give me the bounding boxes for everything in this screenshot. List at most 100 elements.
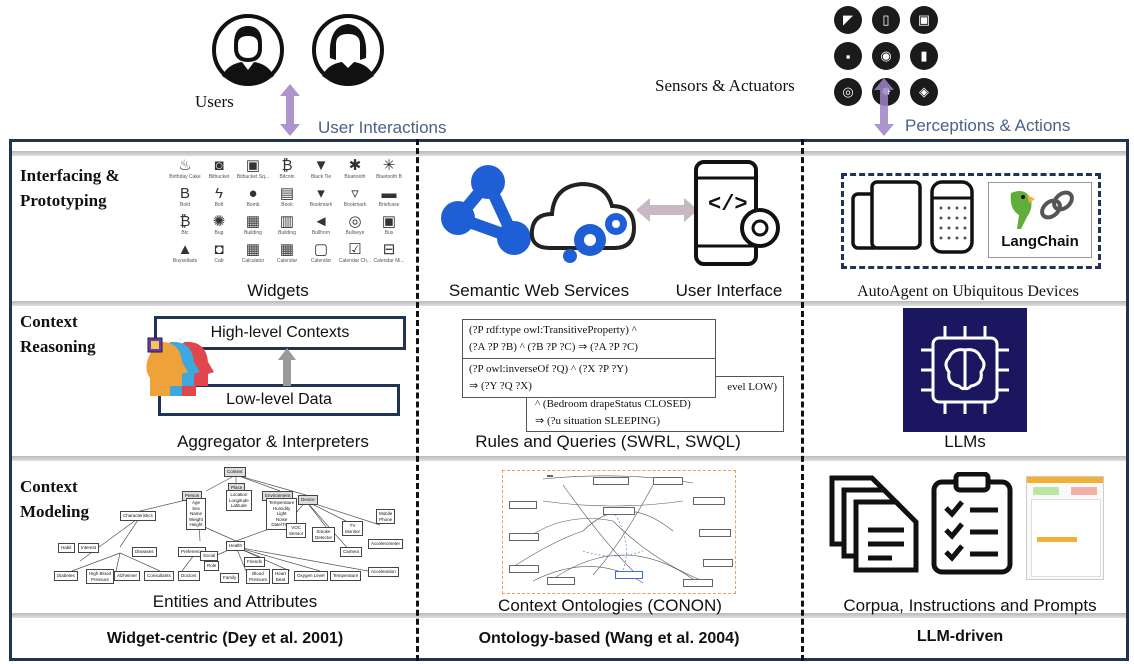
tree-node-friends: Friends (244, 557, 266, 567)
onto-node-5 (603, 507, 635, 515)
rule3-line3: ⇒ (?u situation SLEEPING) (535, 415, 661, 427)
tree-node-blood-pressure: Blood Pressure (246, 569, 271, 584)
widget-cell: ▣Bitbucket Sq... (236, 158, 270, 186)
sensor-icon-grid: ◤ ▯ ▣ ▪ ◉ ▮ ◎ ✸ ◈ (834, 6, 946, 110)
widget-label: Calendar Mi... (373, 258, 405, 264)
widget-cell: ▲Buysellads (168, 242, 202, 270)
calendar-icon: ▦ (279, 241, 295, 258)
llm-brain-chip-icon (903, 308, 1027, 432)
widget-cell: ▦Building (236, 214, 270, 242)
widget-cell: ✱Bluetooth (338, 158, 372, 186)
widget-label: Bluetooth (344, 174, 366, 180)
tree-node-high-blood: High Blood Pressure (86, 569, 115, 584)
prompt-app-screenshot (1026, 476, 1104, 580)
motion-sensor-icon: ◎ (834, 78, 862, 106)
tree-node-env-attrs: Temperature Humidity Light Noise Date/Ti… (266, 498, 298, 530)
corpus-caption: Corpua, Instructions and Prompts (843, 596, 1097, 615)
onto-node-12 (683, 579, 713, 587)
tree-node-social: Social (200, 551, 219, 561)
prompt-app-tag-green (1033, 487, 1059, 495)
widget-label: Bookmark (309, 202, 333, 208)
entity-attribute-tree: Context Person Age Sex Name Weight Heigh… (50, 465, 410, 590)
bullseye-icon: ◎ (348, 213, 362, 230)
widget-label: Bitbucket (208, 174, 230, 180)
book-icon: ▤ (279, 185, 295, 202)
widget-cell: ☑Calendar Ch... (338, 242, 372, 270)
langchain-label: LangChain (1001, 233, 1079, 250)
widget-cell: ◎Bullseye (338, 214, 372, 242)
low-level-data-label: Low-level Data (226, 391, 332, 408)
widget-cell: ▼Black Tie (304, 158, 338, 186)
row-title-reasoning-line2: Reasoning (20, 337, 96, 356)
row-title-interfacing-line1: Interfacing & (20, 166, 120, 185)
widget-cell: ▢Calendar (304, 242, 338, 270)
row-separator-1 (12, 301, 1126, 306)
bitbucket-icon: ◙ (214, 157, 224, 174)
onto-node-11 (615, 571, 643, 579)
onto-node-8 (699, 529, 731, 537)
row-separator-3 (12, 613, 1126, 618)
device-panel (841, 173, 1101, 269)
rule-box-2: (?P owl:inverseOf ?Q) ^ (?X ?P ?Y) ⇒ (?Y… (462, 358, 716, 398)
framework-frame (9, 139, 1129, 661)
row-title-interfacing: Interfacing & Prototyping (20, 163, 120, 213)
widget-label: Birthday Cake (169, 174, 201, 180)
bomb-icon: ● (248, 185, 258, 202)
widget-label: Btc (181, 230, 189, 236)
tree-node-oxygen: Oxygen Level (294, 571, 328, 581)
rules-queries-caption: Rules and Queries (SWRL, SWQL) (475, 432, 741, 451)
calendar-check-icon: ☑ (348, 241, 362, 258)
bus-icon: ▣ (381, 213, 397, 230)
tree-node-characteristics: Characteristics (120, 511, 156, 521)
smart-speaker-icon (929, 180, 975, 254)
rule3-line1: evel LOW) (727, 381, 777, 393)
cctv-camera-icon: ◤ (834, 6, 862, 34)
widget-label: Building (278, 230, 296, 236)
llm-driven-label: LLM-driven (916, 628, 1004, 645)
widget-cell: ●Bomb (236, 186, 270, 214)
widget-cell (406, 186, 440, 214)
widget-label: Calculator (241, 258, 265, 264)
widget-cell: ▬Briefcase (372, 186, 406, 214)
prompt-app-button (1037, 537, 1077, 542)
row-title-modeling-line2: Modeling (20, 502, 89, 521)
widget-label: Black Tie (310, 174, 332, 180)
btc-icon: ₿ (179, 213, 191, 230)
llms-caption: LLMs (944, 432, 986, 451)
user-avatar-male-icon (212, 14, 284, 86)
tree-node-heart-beat: Heart Beat (272, 569, 290, 584)
widget-label: Bookmark (343, 202, 367, 208)
widget-cell: ▿Bookmark (338, 186, 372, 214)
onto-node-3 (653, 477, 683, 485)
bitcoin-icon: ₿ (281, 157, 293, 174)
documents-icon (826, 474, 924, 574)
users-label: Users (195, 92, 234, 111)
onto-node-1 (547, 475, 553, 477)
smart-lock-icon: ▣ (910, 6, 938, 34)
bold-icon: B (179, 185, 190, 202)
onto-node-4 (509, 501, 537, 509)
aggregation-arrow-icon (277, 348, 297, 386)
bookmark-o-icon: ▿ (351, 185, 359, 202)
rule1-line2: (?A ?P ?B) ^ (?B ?P ?C) ⇒ (?A ?P ?C) (469, 341, 638, 353)
tree-node-consultants: Consultants (144, 571, 174, 581)
tree-node-family: Family (220, 573, 240, 583)
widget-cell: ◄Bullhorn (304, 214, 338, 242)
tree-node-mobile: Mobile Phone (376, 509, 396, 524)
column-separator-1 (416, 139, 419, 661)
tree-node-role: Role (204, 561, 220, 571)
bitbucket-square-icon: ▣ (245, 157, 261, 174)
tree-node-alzheimer: Alzheimer (114, 571, 141, 581)
widget-cell: ▦Calendar (270, 242, 304, 270)
autoagent-caption: AutoAgent on Ubiquitous Devices (857, 283, 1079, 300)
row-separator-2 (12, 456, 1126, 461)
tablet-icon (870, 180, 922, 250)
widget-cell: ▦Calculator (236, 242, 270, 270)
onto-node-2 (593, 477, 629, 485)
tree-node-diseases: Diseases (132, 547, 157, 557)
calculator-icon: ▦ (245, 241, 261, 258)
tree-node-accelerometer: Accelerometer (368, 539, 404, 549)
row-title-reasoning-line1: Context (20, 312, 78, 331)
